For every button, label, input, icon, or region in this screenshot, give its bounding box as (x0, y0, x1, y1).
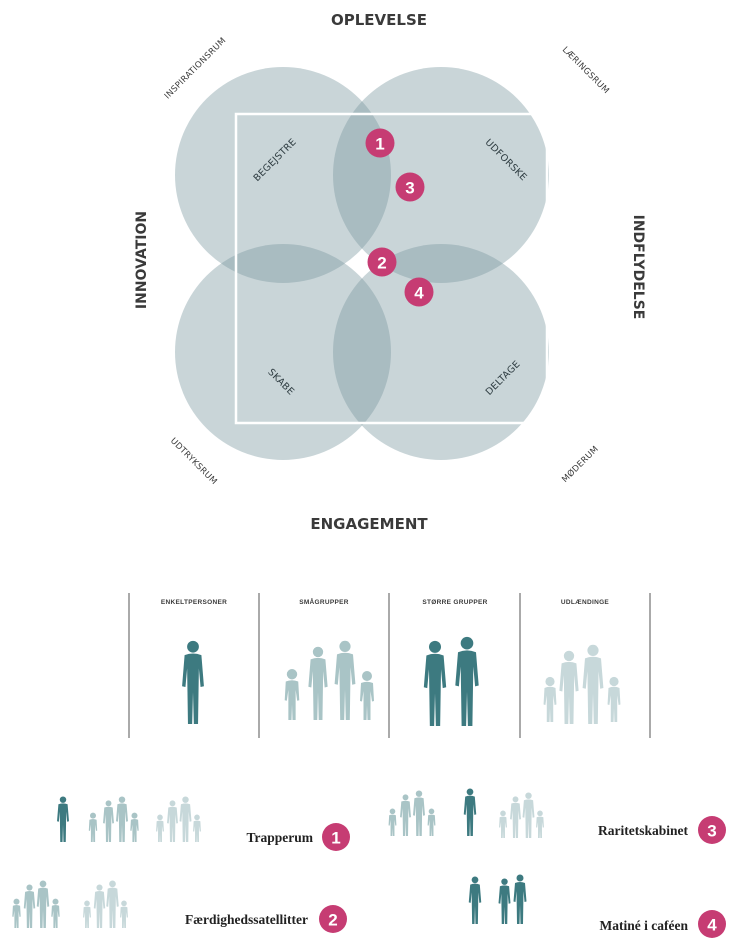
axis-label-left: INNOVATION (134, 211, 150, 309)
circle-bottom-left (175, 244, 391, 460)
person-icon (423, 640, 447, 726)
marker-2-number: 2 (377, 254, 386, 273)
person-icon (103, 800, 114, 842)
person-icon (106, 880, 119, 928)
person-icon (498, 878, 511, 924)
space-label-moderum: MØDERUM (560, 444, 601, 485)
marker-3-number: 3 (405, 179, 414, 198)
circle-top-right (333, 67, 549, 283)
child-icon (543, 676, 557, 722)
person-icon (413, 790, 425, 836)
marker-1-number: 1 (375, 135, 384, 154)
child-icon (120, 900, 128, 928)
child-icon (51, 898, 60, 928)
case-badge-3-number: 3 (707, 822, 716, 841)
child-icon (130, 812, 139, 842)
case-badge-1-number: 1 (331, 829, 340, 848)
person-icon (463, 788, 477, 836)
marker-1: 1 (365, 128, 395, 158)
child-icon (88, 812, 98, 842)
child-icon (388, 808, 397, 836)
child-icon (536, 810, 544, 838)
case-label-faerdighedssatellitter: Færdighedssatellitter (185, 912, 308, 927)
child-icon (427, 808, 436, 836)
child-icon (499, 810, 507, 838)
child-icon (360, 671, 374, 720)
case-badge-2 (319, 905, 347, 933)
case-faerdighedssatellitter: Færdighedssatellitter 2 (12, 880, 347, 933)
marker-4: 4 (404, 277, 434, 307)
person-icon (522, 792, 535, 838)
case-badge-4-number: 4 (707, 916, 717, 935)
case-badge-2-number: 2 (328, 911, 337, 930)
child-icon (607, 676, 621, 722)
marker-3: 3 (395, 172, 425, 202)
person-icon (400, 794, 411, 836)
case-raritetskabinet: Raritetskabinet 3 (388, 788, 726, 844)
case-label-matine-i-cafeen: Matiné i caféen (600, 918, 689, 933)
axis-label-right: INDFLYDELSE (630, 215, 646, 320)
axis-label-top: OPLEVELSE (331, 11, 427, 29)
marker-4-number: 4 (414, 284, 424, 303)
column-header-enkeltpersoner: ENKELTPERSONER (161, 599, 227, 606)
child-icon (12, 898, 21, 928)
circle-top-left (175, 67, 391, 283)
cases-legend: Trapperum 1 Raritetskabinet 3 (12, 788, 726, 938)
circle-bottom-right (333, 244, 549, 460)
venn-diagram: OPLEVELSE ENGAGEMENT INNOVATION INDFLYDE… (134, 11, 646, 533)
case-badge-4 (698, 910, 726, 938)
center-square (234, 112, 549, 425)
marker-2: 2 (367, 247, 397, 277)
audience-panel: ENKELTPERSONER SMÅGRUPPER STØRRE GRUPPER… (128, 593, 651, 738)
person-icon (468, 876, 482, 924)
column-header-udlaendinge: UDLÆNDINGE (561, 599, 610, 606)
case-label-trapperum: Trapperum (247, 830, 314, 845)
person-icon (308, 646, 328, 720)
person-icon (513, 874, 527, 924)
person-icon (455, 636, 479, 726)
person-icon (182, 640, 204, 724)
case-badge-1 (322, 823, 350, 851)
axis-label-bottom: ENGAGEMENT (310, 515, 428, 533)
case-matine-i-cafeen: Matiné i caféen 4 (468, 874, 726, 938)
person-icon (179, 796, 192, 842)
child-icon (83, 900, 91, 928)
case-badge-3 (698, 816, 726, 844)
column-header-smaagrupper: SMÅGRUPPER (299, 597, 349, 606)
person-icon (510, 796, 521, 838)
person-icon (23, 884, 36, 928)
person-icon (582, 644, 604, 724)
person-icon (559, 650, 579, 724)
case-trapperum: Trapperum 1 (57, 796, 350, 851)
space-label-laeringsrum: LÆRINGSRUM (560, 45, 611, 96)
person-icon (334, 640, 356, 720)
person-icon (36, 880, 50, 928)
child-icon (193, 814, 201, 842)
person-icon (93, 884, 106, 928)
case-label-raritetskabinet: Raritetskabinet (598, 823, 688, 838)
column-header-stoerre-grupper: STØRRE GRUPPER (422, 599, 487, 606)
space-label-udtryksrum: UDTRYKSRUM (168, 436, 219, 487)
child-icon (284, 669, 300, 720)
person-icon (116, 796, 128, 842)
child-icon (156, 814, 164, 842)
person-icon (57, 796, 69, 842)
person-icon (167, 800, 178, 842)
